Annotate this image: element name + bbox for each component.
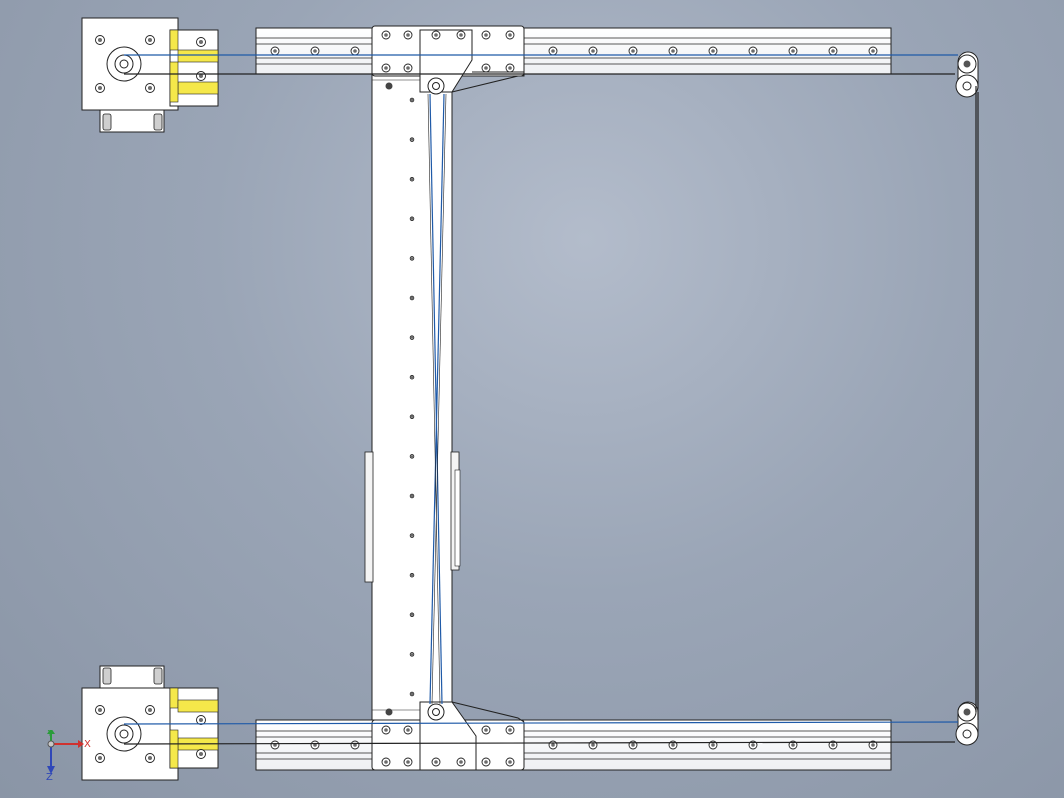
screw-hole (97, 85, 103, 91)
screw-hole (384, 66, 388, 70)
screw-hole (631, 743, 635, 747)
screw-hole (406, 728, 410, 732)
screw-hole (410, 613, 414, 616)
screw-hole (198, 39, 204, 45)
screw-hole (711, 49, 715, 53)
screw-hole (791, 743, 795, 747)
fastener (385, 82, 393, 90)
screw-hole (484, 66, 488, 70)
screw-hole (198, 751, 204, 757)
screw-hole (410, 574, 414, 577)
screw-hole (147, 707, 153, 713)
top-linear-rail[interactable] (255, 27, 892, 75)
coordinate-triad: X Y Z (46, 730, 91, 783)
screw-hole (384, 760, 388, 764)
screw-hole (410, 296, 414, 300)
screw-hole (97, 707, 103, 713)
screw-hole (434, 33, 438, 37)
x-axis-label: X (84, 739, 91, 750)
screw-hole (484, 728, 488, 732)
screw-hole (410, 376, 414, 379)
screw-hole (831, 49, 835, 53)
right-idler-pulleys-bottom[interactable] (955, 701, 979, 746)
screw-hole (410, 257, 414, 260)
screw-hole (97, 37, 103, 43)
screw-hole (871, 743, 875, 747)
screw-hole (751, 743, 755, 747)
fastener (385, 708, 393, 716)
carriage-screws (381, 725, 515, 767)
screw-hole (410, 692, 414, 696)
rail-mount-holes (270, 46, 878, 56)
screw-hole (551, 49, 555, 53)
screw-hole (406, 66, 410, 70)
screw-hole (508, 66, 512, 70)
bottom-linear-rail[interactable] (255, 719, 892, 771)
right-idler-pulleys-top[interactable] (955, 51, 979, 98)
screw-hole (147, 37, 153, 43)
bottom-left-stepper-motor[interactable] (81, 665, 219, 781)
screw-hole (551, 743, 555, 747)
screw-hole (406, 760, 410, 764)
y-axis-label: Y (46, 730, 54, 739)
screw-hole (410, 494, 414, 498)
screw-hole (508, 728, 512, 732)
screw-hole (434, 760, 438, 764)
screw-hole (410, 415, 414, 418)
screw-hole (410, 455, 414, 458)
screw-hole (410, 534, 414, 537)
motor-screws (95, 35, 206, 93)
screw-hole (384, 728, 388, 732)
carriage-screws (381, 30, 515, 73)
screw-hole (410, 336, 414, 339)
screw-hole (384, 33, 388, 37)
screw-hole (459, 33, 463, 37)
screw-hole (459, 760, 463, 764)
screw-hole (484, 760, 488, 764)
screw-hole (831, 743, 835, 747)
screw-hole (508, 33, 512, 37)
screw-hole (410, 217, 414, 220)
screw-hole (508, 760, 512, 764)
screw-hole (751, 49, 755, 53)
screw-hole (871, 49, 875, 53)
screw-hole (484, 33, 488, 37)
top-carriage[interactable] (371, 25, 525, 95)
z-axis-label: Z (46, 772, 53, 783)
screw-hole (353, 49, 357, 53)
gantry-crossbeam[interactable] (364, 69, 461, 721)
screw-hole (198, 73, 204, 79)
screw-hole (671, 49, 675, 53)
screw-hole (711, 743, 715, 747)
timing-belts (123, 54, 979, 745)
screw-hole (671, 743, 675, 747)
screw-hole (631, 49, 635, 53)
screw-hole (591, 49, 595, 53)
screw-hole (410, 653, 414, 656)
top-left-stepper-motor[interactable] (81, 17, 219, 133)
bottom-carriage[interactable] (371, 701, 525, 771)
screw-hole (147, 755, 153, 761)
screw-hole (410, 178, 414, 181)
crossbeam-holes (409, 97, 415, 697)
screw-hole (791, 49, 795, 53)
screw-hole (313, 49, 317, 53)
motor-screws (95, 705, 206, 763)
screw-hole (273, 49, 277, 53)
screw-hole (147, 85, 153, 91)
screw-hole (353, 743, 357, 747)
screw-hole (97, 755, 103, 761)
screw-hole (410, 138, 414, 141)
screw-hole (198, 717, 204, 723)
screw-hole (406, 33, 410, 37)
screw-hole (410, 98, 414, 102)
screw-hole (591, 743, 595, 747)
